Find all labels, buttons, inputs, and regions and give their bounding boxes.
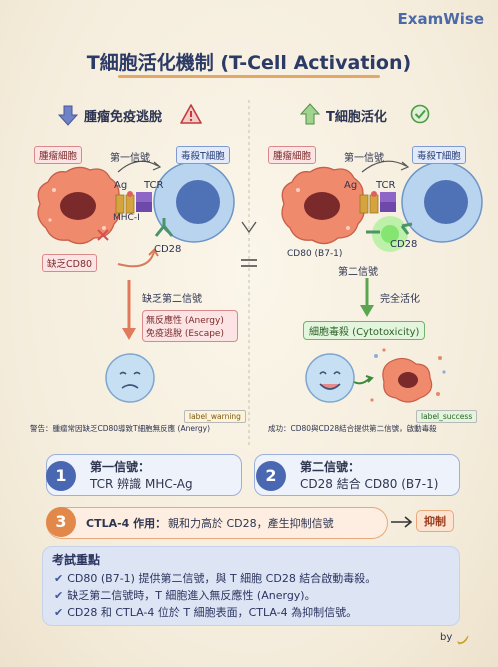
left-cd28-label: CD28 [154, 244, 182, 255]
left-signal1-label: 第一信號 [110, 153, 150, 164]
left-interaction-diagram [37, 160, 235, 268]
card3-number: 3 [46, 507, 76, 537]
brand-logo: ExamWise [397, 10, 484, 28]
right-signal1-label: 第一信號 [344, 153, 384, 164]
key-point-1: ✔CD80 (B7-1) 提供第二信號，與 T 細胞 CD28 結合啟動毒殺。 [54, 570, 376, 586]
left-tumor-label: 腫瘤細胞 [34, 146, 83, 164]
escape-line: 免疫逃脫 (Escape) [146, 329, 224, 339]
right-tumor-cell [281, 166, 365, 245]
right-cd80-label: CD80 (B7-1) [287, 249, 343, 259]
card1-body: TCR 辨識 MHC-Ag [90, 477, 193, 491]
card2-body: CD28 結合 CD80 (B7-1) [300, 477, 439, 491]
right-tcell-label: 毒殺T細胞 [412, 146, 466, 164]
inhibit-badge: 抑制 [416, 510, 454, 532]
full-activation-label: 完全活化 [380, 294, 420, 305]
warning-icon [180, 104, 202, 124]
right-t-cell [401, 161, 483, 243]
right-tcr-label: TCR [376, 180, 396, 191]
lack-signal2-label: 缺乏第二信號 [142, 294, 202, 305]
sad-t-cell-icon [105, 353, 155, 403]
card2-number: 2 [256, 461, 286, 491]
anergy-line: 無反應性 (Anergy) [146, 316, 224, 326]
left-mhc-label: MHC-I [113, 213, 140, 223]
card3-body: 親和力高於 CD28，產生抑制信號 [168, 517, 334, 530]
anergy-box: 無反應性 (Anergy) 免疫逃脫 (Escape) [142, 310, 238, 342]
down-arrow-icon [58, 105, 78, 126]
right-down-arrow [360, 278, 374, 317]
key-point-2-text: 缺乏第二信號時，T 細胞進入無反應性 (Anergy)。 [67, 589, 316, 602]
card-signal2 [254, 454, 460, 496]
left-caption: 警告：腫瘤常因缺乏CD80導致T細胞無反應 (Anergy) [30, 424, 211, 433]
check-icon: ✔ [54, 572, 64, 585]
key-point-1-text: CD80 (B7-1) 提供第二信號，與 T 細胞 CD28 結合啟動毒殺。 [67, 572, 377, 585]
card2-title: 第二信號： [300, 460, 361, 474]
left-tcr-label: TCR [144, 180, 164, 191]
check-icon: ✔ [54, 589, 64, 602]
right-signal2-label: 第二信號 [338, 267, 378, 278]
lack-cd80-label: 缺乏CD80 [42, 254, 98, 272]
card1-number: 1 [46, 461, 76, 491]
right-interaction-diagram [281, 160, 483, 252]
key-point-3: ✔CD28 和 CTLA-4 位於 T 細胞表面，CTLA-4 為抑制信號。 [54, 604, 357, 620]
left-tumor-cell [37, 166, 121, 245]
left-tcell-label: 毒殺T細胞 [176, 146, 230, 164]
killing-illustration [305, 348, 446, 403]
cytotoxicity-box: 細胞毒殺 (Cytotoxicity) [303, 321, 426, 340]
page-title: T細胞活化機制 (T-Cell Activation) [86, 52, 412, 74]
key-points-title: 考試重點 [52, 553, 101, 567]
left-warning-tag: label_warning [184, 410, 246, 423]
card-ctla4 [46, 507, 388, 539]
left-t-cell [153, 161, 235, 243]
right-ag-label: Ag [344, 180, 358, 191]
left-heading: 腫瘤免疫逃脫 [84, 110, 163, 125]
left-down-arrow [122, 280, 136, 340]
title-underline [118, 75, 380, 78]
left-ag-label: Ag [114, 180, 128, 191]
right-cd28-label: CD28 [390, 239, 418, 250]
banana-icon [457, 635, 469, 645]
center-divider [241, 100, 257, 445]
right-caption: 成功：CD80與CD28結合提供第二信號，啟動毒殺 [268, 424, 437, 433]
card-signal1 [46, 454, 242, 496]
check-icon: ✔ [54, 606, 64, 619]
right-success-tag: label_success [416, 410, 478, 423]
key-point-3-text: CD28 和 CTLA-4 位於 T 細胞表面，CTLA-4 為抑制信號。 [67, 606, 358, 619]
card1-title: 第一信號： [90, 460, 151, 474]
check-circle-icon [410, 104, 430, 124]
right-tumor-label: 腫瘤細胞 [268, 146, 317, 164]
key-point-2: ✔缺乏第二信號時，T 細胞進入無反應性 (Anergy)。 [54, 587, 316, 603]
right-heading: T細胞活化 [326, 110, 387, 125]
key-points-box [42, 546, 460, 626]
footer-by: by [440, 632, 453, 643]
arrow-right-icon [391, 516, 413, 528]
card3-prefix: CTLA-4 作用： [86, 517, 167, 530]
up-arrow-icon [300, 103, 320, 125]
